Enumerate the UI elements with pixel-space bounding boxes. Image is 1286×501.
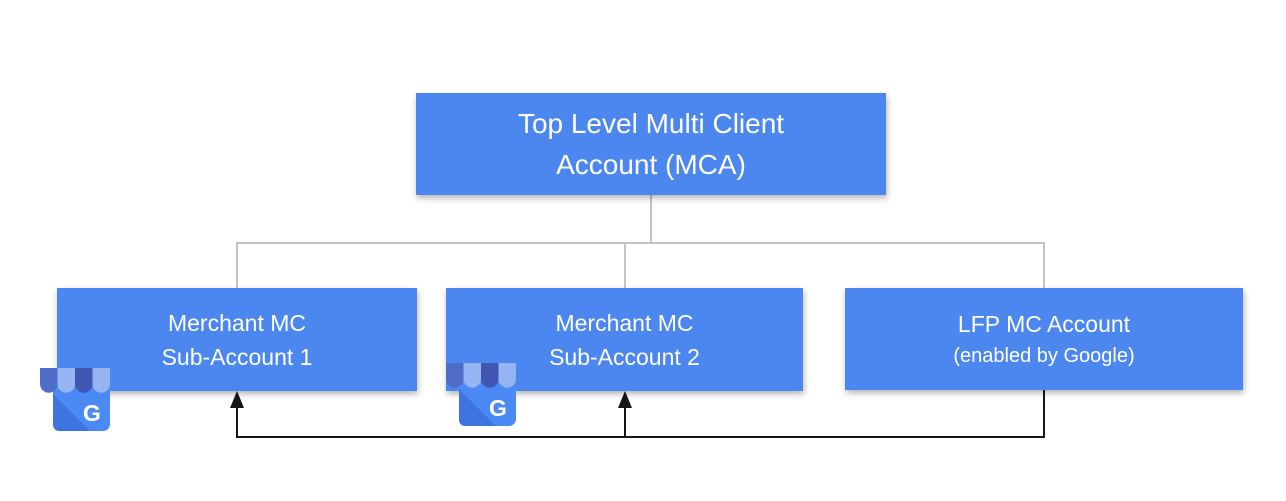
node-lfp-mc-account: LFP MC Account (enabled by Google) <box>845 288 1243 390</box>
arrow-horizontal-rail <box>236 436 1045 438</box>
node-label-line1: LFP MC Account <box>957 310 1131 337</box>
google-my-business-icon <box>40 368 110 432</box>
arrowhead-sub1 <box>230 391 244 408</box>
arrow-to-sub1 <box>236 406 238 438</box>
node-merchant-sub-account-1: Merchant MC Sub-Account 1 <box>57 288 417 391</box>
google-my-business-icon <box>446 363 516 427</box>
node-label-line2: Sub-Account 2 <box>549 343 700 370</box>
connector-root-stem <box>650 195 652 243</box>
node-label-line2: (enabled by Google) <box>953 344 1135 367</box>
node-top-level-mca: Top Level Multi Client Account (MCA) <box>416 93 886 195</box>
arrow-lfp-stem <box>1043 390 1045 438</box>
connector-drop-lfp <box>1043 242 1045 288</box>
arrowhead-sub2 <box>618 391 632 408</box>
node-label-line1: Merchant MC <box>167 309 307 336</box>
arrow-to-sub2 <box>624 406 626 438</box>
connector-drop-sub1 <box>236 242 238 288</box>
node-label-line2: Account (MCA) <box>556 149 746 180</box>
connector-tree-horizontal <box>236 242 1045 244</box>
node-label-line2: Sub-Account 1 <box>161 343 313 370</box>
node-label-line1: Merchant MC <box>555 309 694 336</box>
node-label-line1: Top Level Multi Client <box>517 108 785 139</box>
connector-drop-sub2 <box>624 242 626 288</box>
